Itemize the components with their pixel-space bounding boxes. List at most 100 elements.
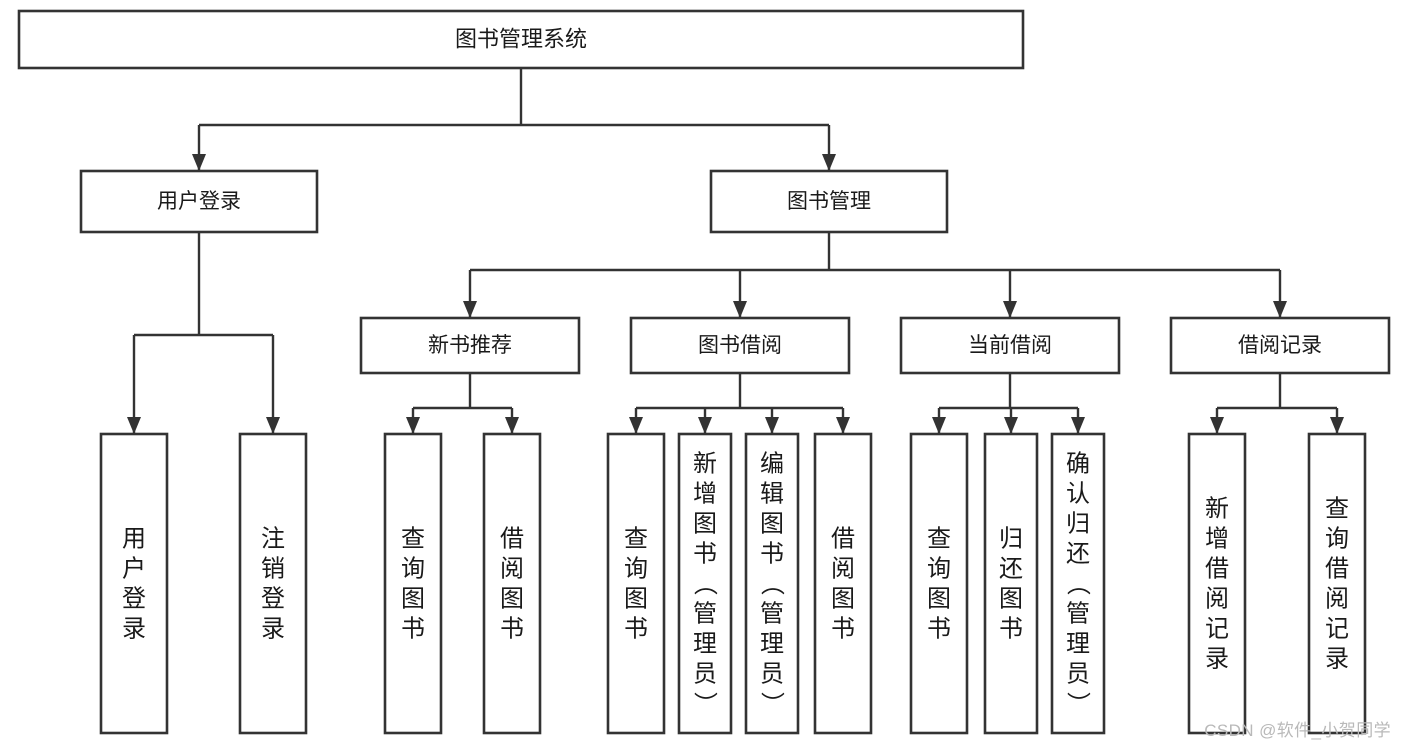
leaf-box[interactable]: [983, 432, 1039, 735]
arrow-head-icon: [1330, 417, 1344, 434]
leaf-label-char: 图: [831, 586, 855, 613]
leaf-label-char: 归: [1066, 511, 1090, 538]
leaf-label-char: 新: [693, 451, 717, 478]
leaf-label-char: 查: [401, 526, 425, 553]
leaf-box[interactable]: [482, 432, 542, 735]
leaf-label-char: （: [691, 572, 718, 596]
arrow-head-icon: [1004, 417, 1018, 434]
leaf-box[interactable]: [606, 432, 666, 735]
leaf-label-char: 记: [1205, 616, 1229, 643]
leaf-label-char: 记: [1325, 616, 1349, 643]
leaf-box[interactable]: [744, 432, 800, 735]
leaf-label-char: 管: [760, 601, 784, 628]
leaf-label-char: 借: [831, 526, 855, 553]
level3-node-4[interactable]: 借阅记录: [1169, 316, 1391, 375]
leaf-label-char: ）: [758, 692, 785, 716]
level3-node-box[interactable]: [1169, 316, 1391, 375]
leaf-label-char: 管: [1066, 601, 1090, 628]
level2-node-box[interactable]: [709, 169, 949, 234]
leaf-box[interactable]: [383, 432, 443, 735]
leaf-box[interactable]: [909, 432, 969, 735]
node-layer: 图书管理系统用户登录图书管理新书推荐图书借阅当前借阅借阅记录用户登录注销登录查询…: [17, 9, 1391, 735]
leaf-label-char: 图: [760, 511, 784, 538]
leaf-label-char: 编: [760, 451, 784, 478]
csdn-watermark: CSDN @软件_小贺同学: [1204, 721, 1391, 740]
leaf-label-char: 录: [1205, 646, 1229, 673]
level2-node-label: 图书管理: [787, 190, 871, 213]
level2-node-2[interactable]: 图书管理: [709, 169, 949, 234]
level3-node-2[interactable]: 图书借阅: [629, 316, 851, 375]
leaf-label-char: 书: [693, 541, 717, 568]
leaf-label-char: 认: [1066, 481, 1090, 508]
leaf-label-char: 新: [1205, 496, 1229, 523]
root-node-1[interactable]: 图书管理系统: [17, 9, 1025, 70]
leaf-label-char: 询: [624, 556, 648, 583]
arrow-head-icon: [932, 417, 946, 434]
leaf-label-char: 注: [261, 526, 285, 553]
root-node-label: 图书管理系统: [455, 26, 587, 51]
arrow-head-icon: [266, 417, 280, 434]
arrow-head-icon: [127, 417, 141, 434]
leaf-label-char: 书: [760, 541, 784, 568]
leaf-label-char: 借: [1325, 556, 1349, 583]
leaf-box[interactable]: [1307, 432, 1367, 735]
leaf-label-char: 借: [500, 526, 524, 553]
leaf-label-char: 图: [500, 586, 524, 613]
leaf-label-char: 图: [693, 511, 717, 538]
leaf-label-char: 图: [624, 586, 648, 613]
level3-node-box[interactable]: [629, 316, 851, 375]
leaf-label-char: 询: [1325, 526, 1349, 553]
leaf-label-char: 辑: [760, 481, 784, 508]
leaf-label-char: 书: [831, 616, 855, 643]
leaf-box[interactable]: [99, 432, 169, 735]
leaf-label-char: 书: [401, 616, 425, 643]
level3-node-box[interactable]: [359, 316, 581, 375]
connector-layer: [127, 68, 1344, 434]
leaf-label-char: 录: [122, 616, 146, 643]
arrow-head-icon: [192, 154, 206, 171]
leaf-box[interactable]: [238, 432, 308, 735]
level3-node-label: 新书推荐: [428, 334, 512, 357]
leaf-label-char: 确: [1066, 451, 1090, 478]
leaf-label-char: ）: [1064, 692, 1091, 716]
leaf-label-char: 归: [999, 526, 1023, 553]
leaf-node-1[interactable]: 用户登录: [99, 432, 169, 735]
leaf-label-char: 增: [693, 481, 717, 508]
level3-node-1[interactable]: 新书推荐: [359, 316, 581, 375]
leaf-label-char: 管: [693, 601, 717, 628]
leaf-label-char: 阅: [500, 556, 524, 583]
leaf-box[interactable]: [677, 432, 733, 735]
leaf-label-char: 查: [1325, 496, 1349, 523]
leaf-box[interactable]: [813, 432, 873, 735]
leaf-label-char: （: [758, 572, 785, 596]
level3-node-box[interactable]: [899, 316, 1121, 375]
leaf-label-char: 阅: [1325, 586, 1349, 613]
level3-node-3[interactable]: 当前借阅: [899, 316, 1121, 375]
leaf-box[interactable]: [1050, 432, 1106, 735]
leaf-label-char: 登: [261, 586, 285, 613]
arrow-head-icon: [1273, 301, 1287, 318]
level2-node-1[interactable]: 用户登录: [79, 169, 319, 234]
arrow-head-icon: [629, 417, 643, 434]
leaf-label-char: 员: [760, 661, 784, 688]
root-node-box[interactable]: [17, 9, 1025, 70]
leaf-label-char: 图: [401, 586, 425, 613]
arrow-head-icon: [463, 301, 477, 318]
level2-node-box[interactable]: [79, 169, 319, 234]
leaf-label-char: 户: [122, 556, 146, 583]
leaf-box[interactable]: [1187, 432, 1247, 735]
leaf-label-char: 询: [927, 556, 951, 583]
